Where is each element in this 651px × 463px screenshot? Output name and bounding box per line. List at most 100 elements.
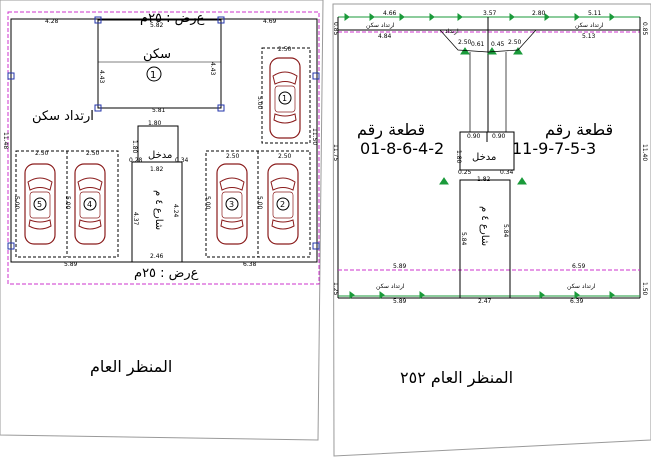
dim-lane-right-h: 4.24 [172,204,179,218]
car-number: 3 [229,200,234,209]
dim-stair-h: 1.80 [131,140,138,154]
dim-right-h: 11.50 [311,128,318,145]
dim-right-box-h: 5.00 [256,96,263,110]
left-room-number: 1 [150,70,156,81]
dim-stair-top: 1.80 [148,120,162,127]
r-left-plot-number: 01-8-6-4-2 [360,139,444,158]
dim-top-left: 4.28 [45,18,59,25]
r-dim-lane-right-h: 5.84 [502,224,509,238]
car-icon: 2 [267,163,299,245]
dim-br-box-w1: 2.50 [226,153,240,160]
r-dim-band-left: 5.89 [393,263,407,270]
left-bottom-edge-label: ﻉﺭﺽ : ٢٥ﻡ [134,266,199,281]
r-dim-br-small: 1.50 [641,282,648,296]
dim-lane-top: 1.82 [150,166,164,173]
r-dim-top-mid: 3.57 [483,10,497,17]
column-marker [94,16,102,24]
right-notch [439,29,537,53]
left-sheet-outline [0,0,324,441]
r-dim-right-h: 11.40 [641,144,648,161]
dim-br-box-h2: 5.00 [256,196,263,210]
r-bottom-label-left: ﺍﺭﺗﺪﺍﺩ ﺳﻜﻦ [376,283,405,290]
left-bottom-caption: ﺍﻟﻤﻨﻈﺮ ﺍﻟﻌﺎﻡ [90,357,172,377]
left-property-line [7,11,320,285]
r-dim-second-right: 5.13 [582,33,596,40]
r-dim-notch-a: 2.50 [458,39,472,46]
car-number: 4 [87,200,92,209]
column-marker [312,242,320,250]
r-dim-stair-h: 1.80 [455,150,462,164]
left-lane [131,161,183,263]
r-front-label-top: ﺍﺭﺗﺪﺍﺩ [445,28,459,35]
dim-room-h-right: 4.43 [209,62,216,76]
r-front-label-right: ﺍﺭﺗﺪﺍﺩ ﺳﻜﻦ [575,22,604,29]
left-lane-label: ﺷﺎﺭﻉ ٤ ﻡ [153,190,164,230]
r-dim-corner-tl: 0.85 [332,22,339,36]
r-lane [459,179,511,299]
dim-bottom-left: 5.89 [64,261,78,268]
dim-right-box-w: 2.50 [278,46,292,53]
dim-left-h: 11.48 [2,132,9,149]
r-stair-label: ﻣﺪﺧﻞ [472,152,496,163]
r-dim-lane-left-h: 5.84 [460,232,467,246]
r-dim-band-right: 6.59 [572,263,586,270]
r-left-plot-label: ﻗﻄﻌﺔ ﺭﻗﻢ [357,120,425,140]
top-ticks [344,13,615,299]
dim-room-h-left: 4.43 [98,70,105,84]
r-dim-notch-d: 2.50 [508,39,522,46]
r-bottom-label-right: ﺍﺭﺗﺪﺍﺩ ﺳﻜﻦ [567,283,596,290]
r-dim-stair-side-a: 0.25 [458,169,472,176]
column-marker [7,242,15,250]
dim-br-box-w2: 2.50 [278,153,292,160]
car-icon: 4 [74,163,106,245]
dim-top-right: 4.69 [263,18,277,25]
dim-bottom-right: 6.38 [243,261,257,268]
r-right-plot-label: ﻗﻄﻌﺔ ﺭﻗﻢ [545,120,613,140]
r-dim-bottom-left: 5.89 [393,298,407,305]
dim-bl-box-h2: 5.00 [64,196,71,210]
r-right-plot-number: 11-9-7-5-3 [512,139,596,158]
left-room [97,19,222,109]
right-plan: 4.66 3.57 2.80 5.11 4.84 5.13 0.85 0.85 … [332,3,651,457]
r-lane-label: ﺷﺎﺭﻉ ٤ ﻡ [479,206,490,246]
car-number: 2 [280,200,285,209]
car-icon: 3 [216,163,248,245]
left-plan: 4.28 5.82 4.69 4.43 4.43 5.81 ﻉﺭﺽ : ٢٥ﻡ … [0,0,324,441]
car-icon: 5 [24,163,56,245]
dim-stair-left: 0.28 [129,157,143,164]
r-dim-stair-side-b: 0.34 [500,169,514,176]
r-dim-top-left: 4.66 [383,10,397,17]
r-dim-bl-small: 1.25 [332,282,339,296]
r-dim-stair-top-b: 0.90 [492,133,506,140]
column-marker [217,16,225,24]
column-marker [312,72,320,80]
r-dim-corner-tr: 0.85 [641,22,648,36]
r-dim-lane-top: 1.82 [477,176,491,183]
dim-bl-box-w2: 2.50 [86,150,100,157]
left-stair-label: ﻣﺪﺧﻞ [148,150,172,161]
r-dim-notch-b: 0.61 [471,41,485,48]
r-dim-top-right: 2.80 [532,10,546,17]
dim-room-bottom: 5.81 [152,107,166,114]
car-icon: 1 [269,57,301,139]
right-sheet-outline [332,3,651,457]
r-front-label-left: ﺍﺭﺗﺪﺍﺩ ﺳﻜﻦ [366,22,395,29]
r-dim-second-left: 4.84 [378,33,392,40]
left-front-setback-label: ﺍﺭﺗﺪﺍﺩ ﺳﻜﻦ [32,109,94,124]
r-dim-top-far: 5.11 [588,10,602,17]
column-marker [7,72,15,80]
r-dim-notch-c: 0.45 [491,41,505,48]
left-room-label: ﺳﻜﻦ [143,47,171,62]
left-cars-group: 1 2 3 4 5 [24,57,301,245]
dim-lane-left-h: 4.37 [132,212,139,226]
r-dim-left-h: 11.75 [332,144,339,161]
dim-bl-box-w1: 2.50 [35,150,49,157]
left-top-edge-label: ﻉﺭﺽ : ٢٥ﻡ [140,11,205,26]
dim-br-box-h1: 5.00 [204,196,211,210]
r-dim-bottom-mid: 2.47 [478,298,492,305]
left-right-parking-box [261,47,311,144]
dim-bl-box-h1: 5.00 [13,196,20,210]
dim-top-mid: 5.82 [150,22,164,29]
r-dim-stair-top-a: 0.90 [467,133,481,140]
dim-stair-side: 0.34 [175,157,189,164]
